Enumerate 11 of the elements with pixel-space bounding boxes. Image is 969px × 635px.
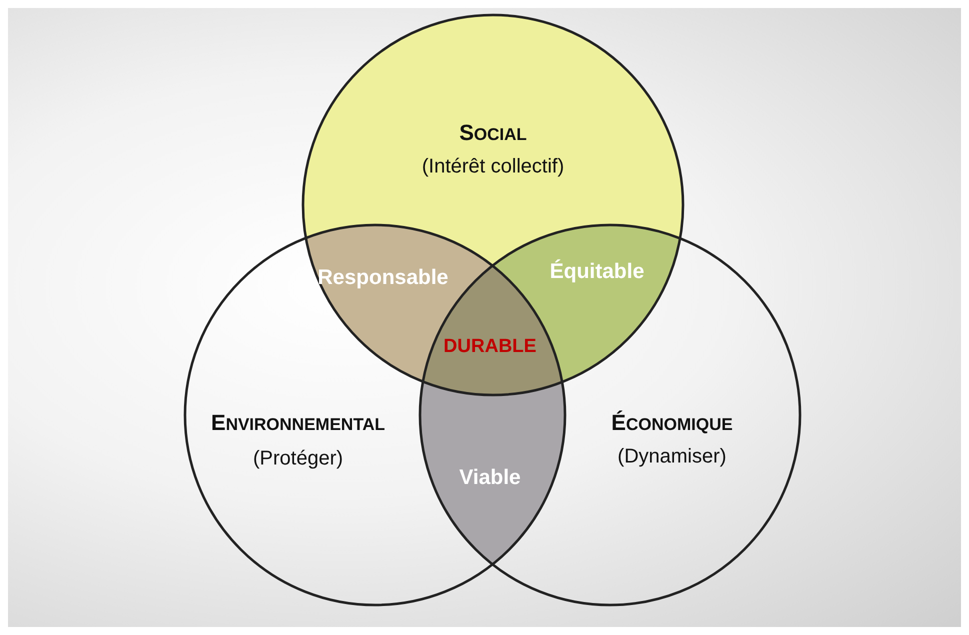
circle-subtitle: (Dynamiser) <box>618 446 726 468</box>
overlap-label: Responsable <box>318 266 448 290</box>
venn-circle <box>301 13 685 397</box>
circle-subtitle: (Protéger) <box>252 448 344 470</box>
circle-heading: ENVIRONNEMENTAL <box>211 410 385 436</box>
circle-heading: SOCIAL <box>459 120 527 146</box>
overlap-label: Équitable <box>550 260 644 284</box>
overlap-label: DURABLE <box>444 336 536 358</box>
overlap-label: Viable <box>459 466 521 490</box>
circle-subtitle: (Intérêt collectif) <box>422 156 564 178</box>
circle-heading: ÉCONOMIQUE <box>611 410 733 436</box>
